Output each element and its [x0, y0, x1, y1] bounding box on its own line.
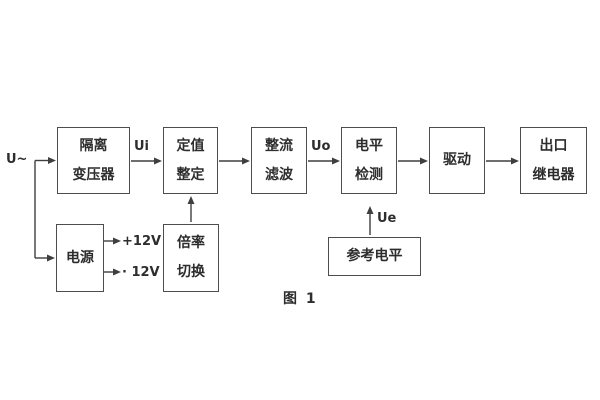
arrow-isolation-to-setpoint — [131, 157, 162, 165]
block-setpoint-setting: 定值 整定 — [163, 127, 218, 194]
arrow-power-plus12 — [104, 237, 121, 245]
block-isolation-transformer: 隔离 变压器 — [57, 127, 130, 194]
block-rectifier-filter-line1: 整流 — [265, 137, 293, 154]
block-rectifier-filter: 整流 滤波 — [251, 127, 307, 194]
block-level-detection: 电平 检测 — [341, 127, 397, 194]
block-isolation-transformer-line2: 变压器 — [72, 166, 115, 183]
block-rectifier-filter-line2: 滤波 — [265, 166, 293, 183]
block-ratio-switch: 倍率 切换 — [163, 224, 219, 292]
arrow-input-to-power-supply — [35, 254, 55, 262]
label-plus-12v: +12V — [122, 234, 162, 249]
block-setpoint-setting-line1: 定值 — [176, 137, 205, 154]
arrow-driver-to-relay — [486, 157, 519, 165]
block-ratio-switch-line1: 倍率 — [177, 235, 205, 251]
block-power-supply-line1: 电源 — [66, 249, 94, 266]
arrow-reference-to-level — [366, 206, 374, 235]
arrow-setpoint-to-rectifier — [219, 157, 250, 165]
block-power-supply: 电源 — [56, 224, 104, 292]
block-output-relay-line1: 出口 — [539, 137, 568, 154]
block-driver: 驱动 — [429, 127, 485, 194]
label-minus-12v: · 12V — [122, 265, 160, 280]
block-output-relay: 出口 继电器 — [520, 127, 587, 194]
label-input-voltage: U~ — [6, 152, 28, 167]
block-output-relay-line2: 继电器 — [532, 166, 575, 183]
block-driver-line1: 驱动 — [443, 152, 471, 168]
arrow-level-to-driver — [398, 157, 428, 165]
label-uo: Uo — [311, 139, 331, 154]
arrow-rectifier-to-level — [308, 157, 340, 165]
arrow-ratio-to-setpoint — [187, 196, 195, 222]
label-ue: Ue — [377, 211, 397, 226]
block-level-detection-line1: 电平 — [355, 137, 383, 154]
label-ui: Ui — [134, 139, 150, 154]
figure-caption: 图 1 — [283, 291, 318, 307]
arrow-input-to-isolation-transformer — [35, 157, 56, 164]
block-isolation-transformer-line1: 隔离 — [79, 137, 108, 154]
block-reference-level: 参考电平 — [328, 237, 421, 276]
block-reference-level-line1: 参考电平 — [346, 248, 403, 264]
block-setpoint-setting-line2: 整定 — [176, 166, 205, 183]
block-level-detection-line2: 检测 — [355, 166, 383, 183]
block-ratio-switch-line2: 切换 — [177, 264, 205, 280]
arrow-power-minus12 — [104, 268, 121, 276]
